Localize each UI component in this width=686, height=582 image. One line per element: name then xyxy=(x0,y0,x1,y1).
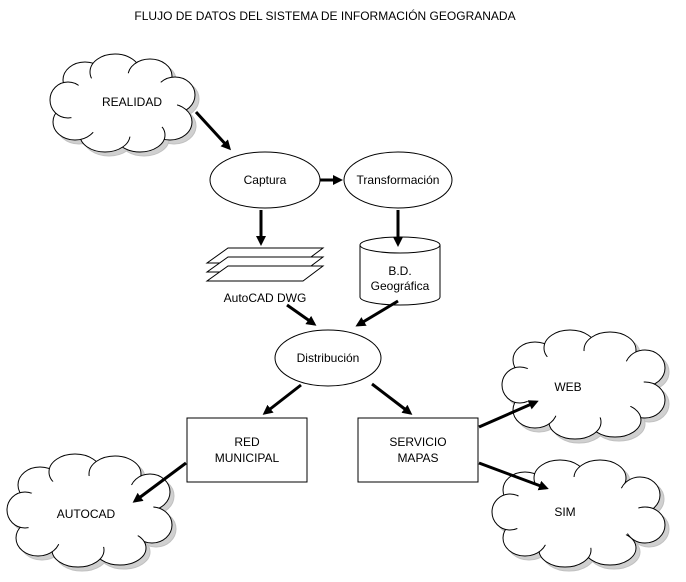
arrow-bd-distribucion xyxy=(355,299,399,327)
node-distribucion: Distribución xyxy=(274,329,382,387)
cloud-autocad: AUTOCAD xyxy=(6,453,177,572)
node-transformacion: Transformación xyxy=(343,151,453,209)
label-bd-line2: Geográfica xyxy=(371,279,430,293)
label-realidad: REALIDAD xyxy=(102,95,162,109)
node-red-municipal: RED MUNICIPAL xyxy=(186,417,308,483)
label-sim: SIM xyxy=(554,505,575,519)
label-servicio-line2: MAPAS xyxy=(397,451,438,465)
cloud-realidad: REALIDAD xyxy=(49,53,200,157)
node-autocad-dwg-layers xyxy=(205,247,325,282)
node-captura: Captura xyxy=(209,151,321,209)
node-servicio-mapas: SERVICIO MAPAS xyxy=(357,417,479,483)
label-autocad: AUTOCAD xyxy=(57,507,116,521)
arrow-distribucion-red xyxy=(262,383,302,415)
node-bd-geografica: B.D. Geográfica xyxy=(359,236,441,306)
label-transformacion: Transformación xyxy=(357,173,440,187)
label-red-line2: MUNICIPAL xyxy=(215,451,280,465)
label-distribucion: Distribución xyxy=(297,351,360,365)
arrow-servicio-sim xyxy=(478,461,549,491)
label-autocad-dwg: AutoCAD DWG xyxy=(224,291,307,305)
cloud-sim: SIM xyxy=(491,459,670,572)
label-servicio-line1: SERVICIO xyxy=(389,435,446,449)
arrow-realidad-captura xyxy=(194,110,232,151)
label-captura: Captura xyxy=(244,173,287,187)
label-web: WEB xyxy=(554,380,581,394)
arrow-dwg-distribucion xyxy=(286,303,317,326)
cloud-web: WEB xyxy=(501,329,670,444)
arrow-red-autocad xyxy=(132,461,187,503)
label-red-line1: RED xyxy=(234,435,260,449)
arrow-distribucion-servicio xyxy=(371,382,413,415)
label-bd-line1: B.D. xyxy=(388,264,411,278)
arrow-servicio-web xyxy=(478,400,539,429)
diagram-title: FLUJO DE DATOS DEL SISTEMA DE INFORMACIÓ… xyxy=(134,8,515,23)
